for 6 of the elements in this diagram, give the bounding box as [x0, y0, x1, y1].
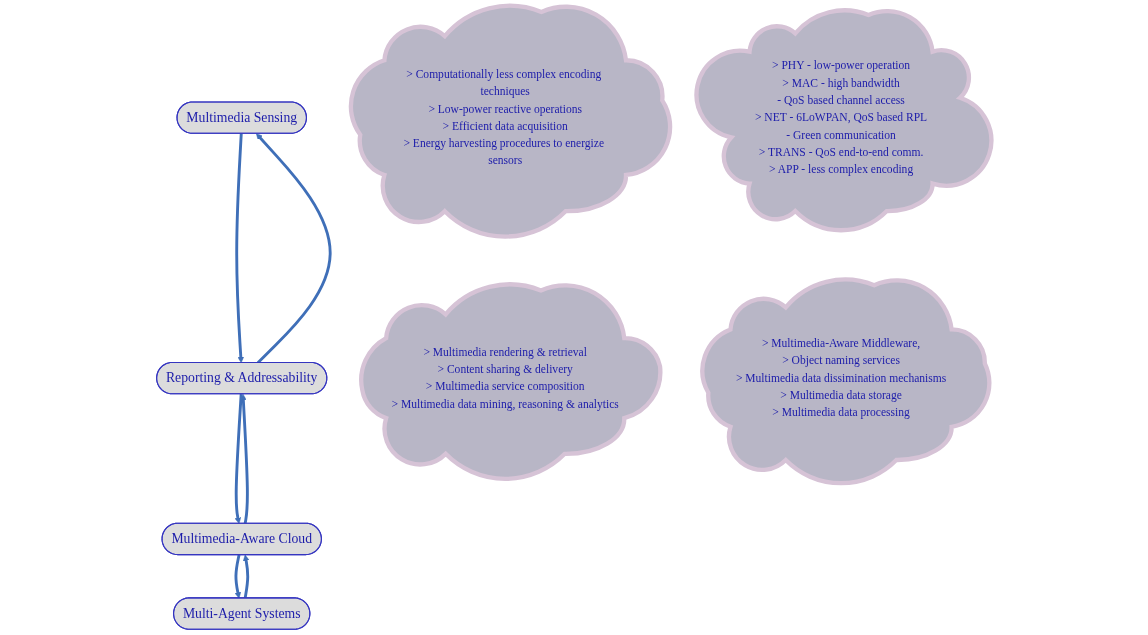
arrow — [240, 393, 249, 524]
arrow — [234, 554, 241, 599]
arrow — [256, 133, 332, 364]
arrow — [235, 133, 244, 364]
arrow — [234, 394, 243, 524]
arrow — [243, 554, 250, 599]
